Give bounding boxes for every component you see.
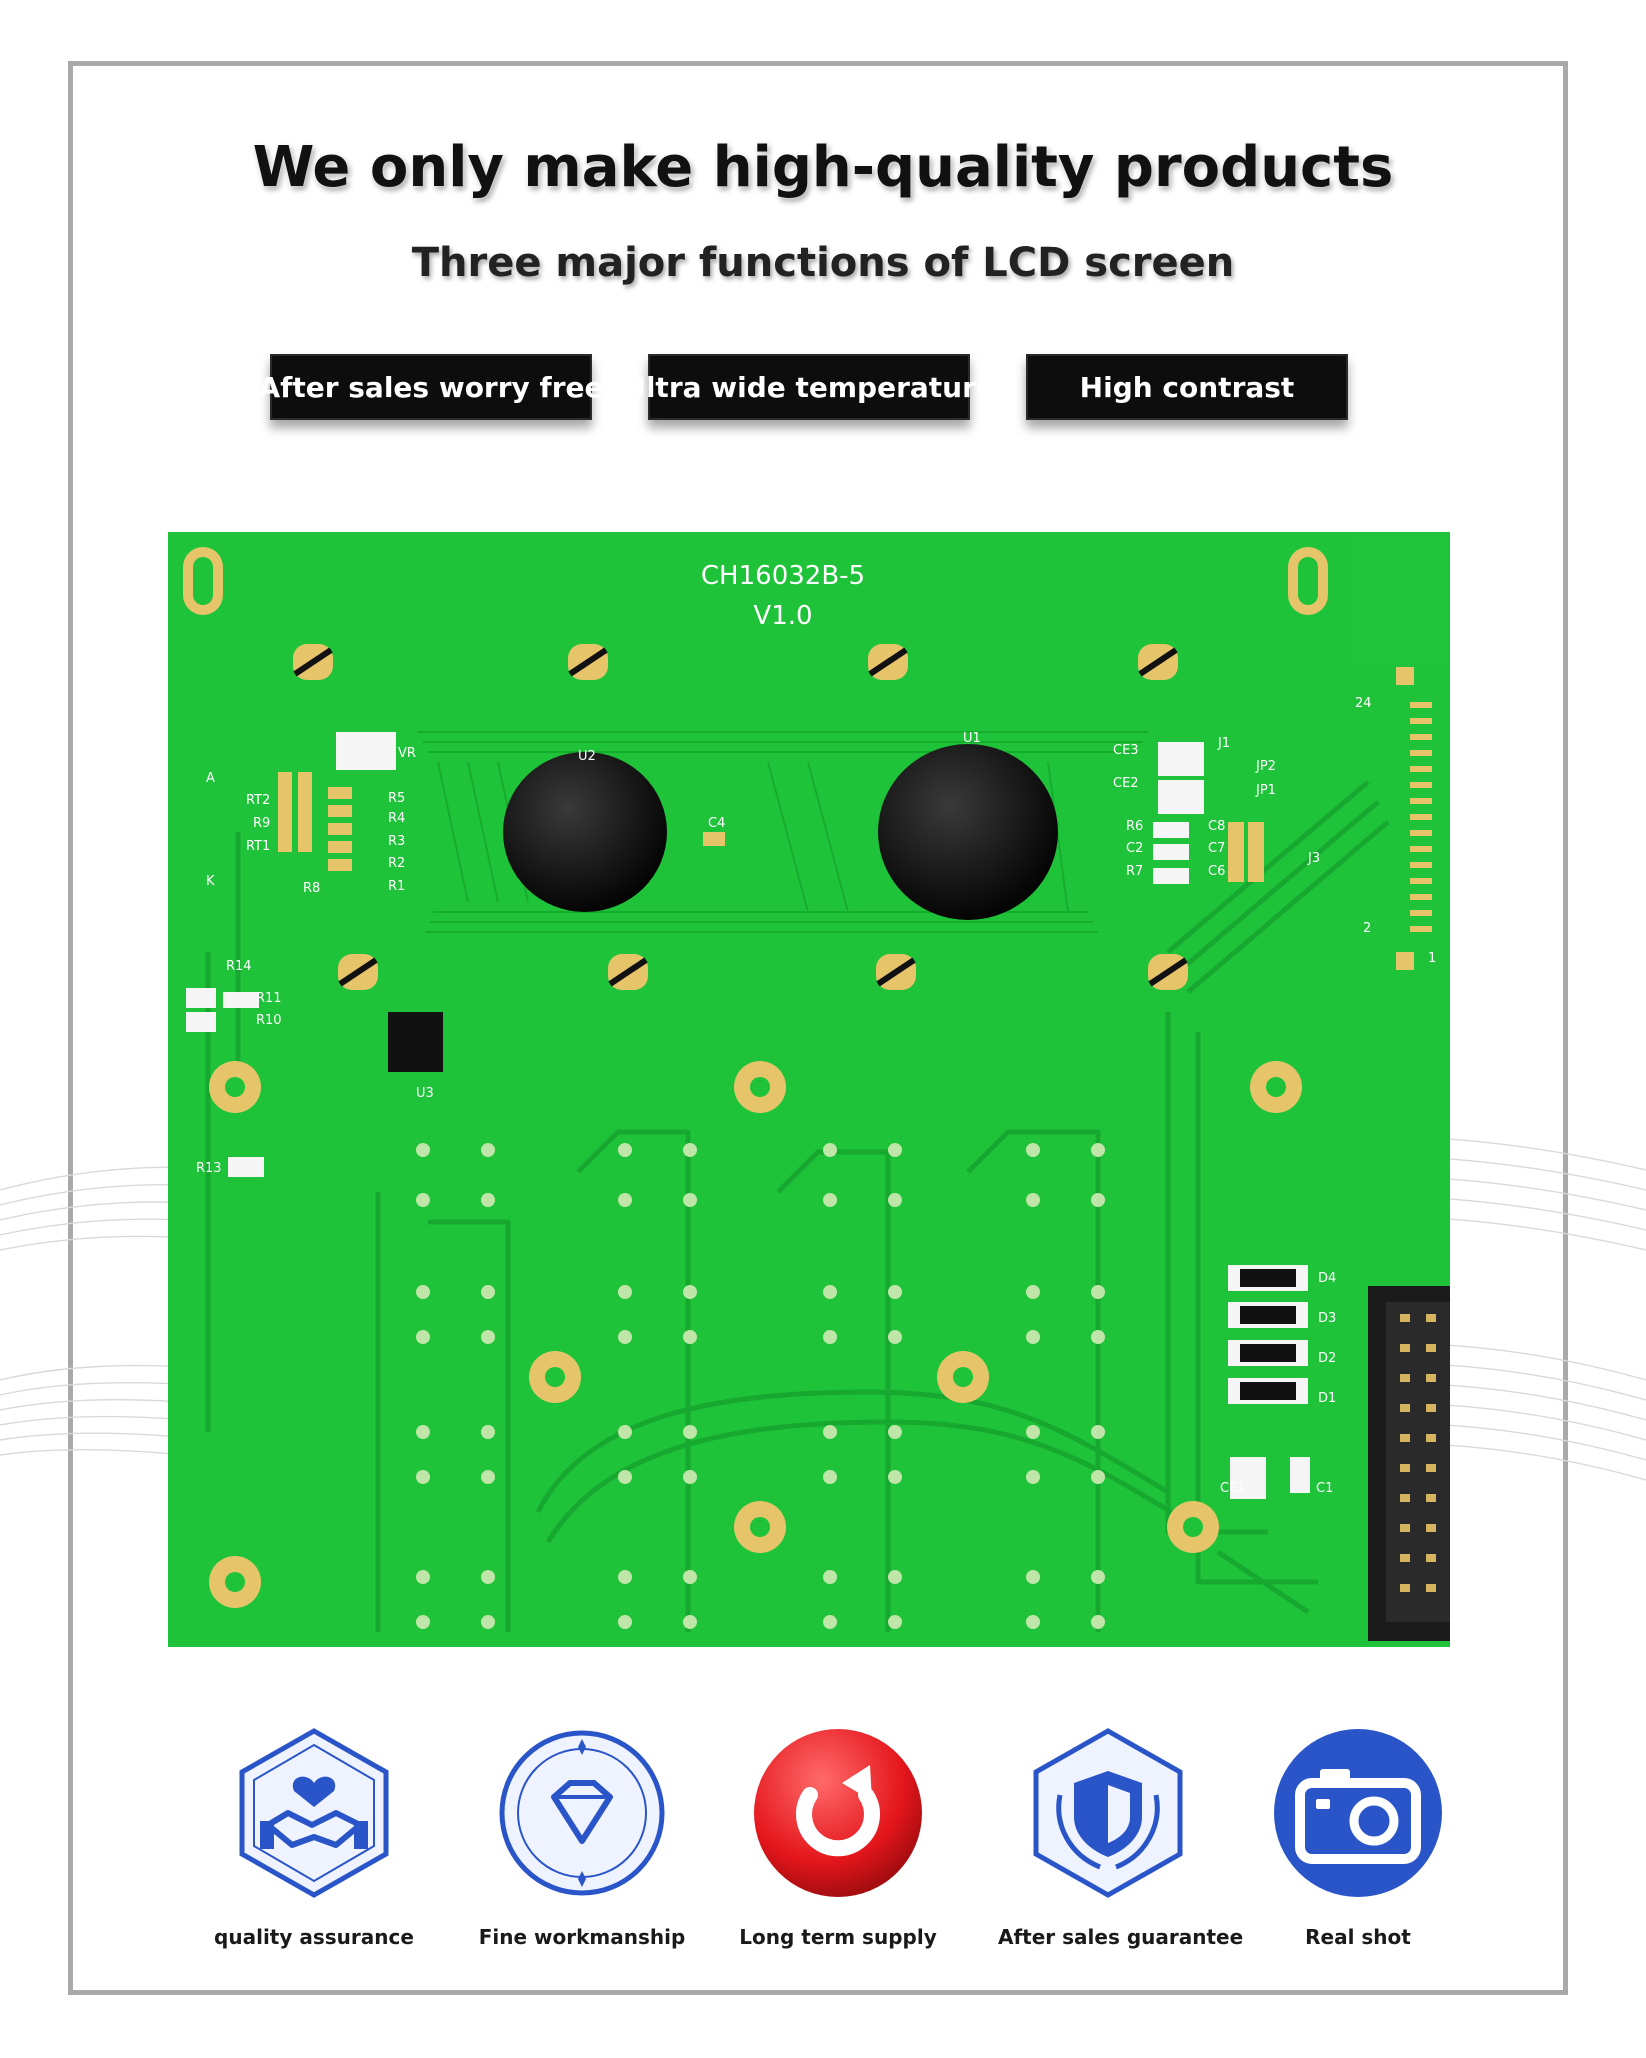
silkscreen-labels: U1 U2 U3 C4 CE3 CE2 J1 JP2 JP1 J3 R6 C2 … bbox=[196, 696, 1436, 1496]
svg-text:CE2: CE2 bbox=[1113, 776, 1139, 791]
handshake-heart-icon bbox=[239, 1728, 389, 1898]
svg-text:U3: U3 bbox=[416, 1086, 434, 1101]
feature-after-sales-guarantee: After sales guarantee bbox=[998, 1725, 1244, 1949]
svg-text:D3: D3 bbox=[1318, 1311, 1336, 1326]
svg-text:U1: U1 bbox=[963, 731, 981, 746]
lcd-module-pcb: CH16032B-5 V1.0 U1 U2 U3 C4 CE3 CE2 J1 J… bbox=[168, 532, 1450, 1647]
svg-text:C8: C8 bbox=[1208, 819, 1225, 834]
svg-text:R5: R5 bbox=[388, 791, 405, 806]
svg-text:C4: C4 bbox=[708, 816, 725, 831]
feature-fine-workmanship: Fine workmanship bbox=[472, 1725, 692, 1949]
svg-text:2: 2 bbox=[1363, 921, 1371, 936]
feature-label: Real shot bbox=[1305, 1925, 1411, 1949]
svg-text:D2: D2 bbox=[1318, 1351, 1336, 1366]
feature-long-term-supply: Long term supply bbox=[728, 1725, 948, 1949]
svg-text:CE1: CE1 bbox=[1220, 1481, 1246, 1496]
board-model: CH16032B-5 bbox=[701, 561, 865, 591]
svg-text:JP1: JP1 bbox=[1255, 783, 1276, 798]
svg-text:K: K bbox=[206, 874, 215, 889]
feature-label: After sales guarantee bbox=[998, 1925, 1244, 1949]
svg-text:U2: U2 bbox=[578, 749, 596, 764]
feature-label: Fine workmanship bbox=[478, 1925, 686, 1949]
svg-text:R13: R13 bbox=[196, 1161, 222, 1176]
svg-text:R9: R9 bbox=[253, 816, 270, 831]
tag-wide-temperature: Ultra wide temperature bbox=[623, 354, 995, 420]
regulator-u3 bbox=[388, 1012, 443, 1072]
chip-blob-u2 bbox=[503, 752, 667, 912]
svg-text:R2: R2 bbox=[388, 856, 405, 871]
circular-arrow-icon bbox=[754, 1729, 922, 1897]
svg-text:C2: C2 bbox=[1126, 841, 1143, 856]
feature-label: Long term supply bbox=[739, 1925, 937, 1949]
svg-text:24: 24 bbox=[1355, 696, 1372, 711]
svg-text:R8: R8 bbox=[303, 881, 320, 896]
svg-text:J1: J1 bbox=[1217, 736, 1230, 751]
svg-text:R3: R3 bbox=[388, 834, 405, 849]
svg-text:JP2: JP2 bbox=[1255, 759, 1276, 774]
tag-after-sales: After sales worry free bbox=[258, 354, 604, 420]
svg-text:R7: R7 bbox=[1126, 864, 1143, 879]
svg-text:R10: R10 bbox=[256, 1013, 282, 1028]
page-frame bbox=[68, 61, 1568, 1995]
board-version: V1.0 bbox=[753, 601, 812, 631]
tag-high-contrast: High contrast bbox=[1026, 354, 1348, 420]
feature-quality-assurance: quality assurance bbox=[204, 1725, 424, 1949]
shield-laurel-icon bbox=[1033, 1728, 1183, 1898]
svg-text:RT1: RT1 bbox=[246, 839, 270, 854]
svg-text:C6: C6 bbox=[1208, 864, 1225, 879]
svg-text:R4: R4 bbox=[388, 811, 405, 826]
svg-text:D1: D1 bbox=[1318, 1391, 1336, 1406]
svg-text:R14: R14 bbox=[226, 959, 252, 974]
camera-icon bbox=[1274, 1729, 1442, 1897]
diamond-icon bbox=[499, 1730, 665, 1896]
subheadline: Three major functions of LCD screen bbox=[411, 240, 1235, 286]
svg-text:C1: C1 bbox=[1316, 1481, 1333, 1496]
feature-real-shot: Real shot bbox=[1248, 1725, 1468, 1949]
svg-text:J3: J3 bbox=[1307, 851, 1320, 866]
svg-text:C7: C7 bbox=[1208, 841, 1225, 856]
chip-blob-u1 bbox=[878, 744, 1058, 920]
svg-text:R6: R6 bbox=[1126, 819, 1143, 834]
svg-text:R11: R11 bbox=[256, 991, 282, 1006]
svg-text:RT2: RT2 bbox=[246, 793, 270, 808]
svg-text:R1: R1 bbox=[388, 879, 405, 894]
svg-text:D4: D4 bbox=[1318, 1271, 1336, 1286]
svg-text:1: 1 bbox=[1428, 951, 1436, 966]
svg-text:CE3: CE3 bbox=[1113, 743, 1139, 758]
headline: We only make high-quality products bbox=[252, 135, 1394, 200]
svg-text:VR: VR bbox=[398, 746, 416, 761]
svg-text:A: A bbox=[206, 771, 215, 786]
feature-label: quality assurance bbox=[214, 1925, 414, 1949]
